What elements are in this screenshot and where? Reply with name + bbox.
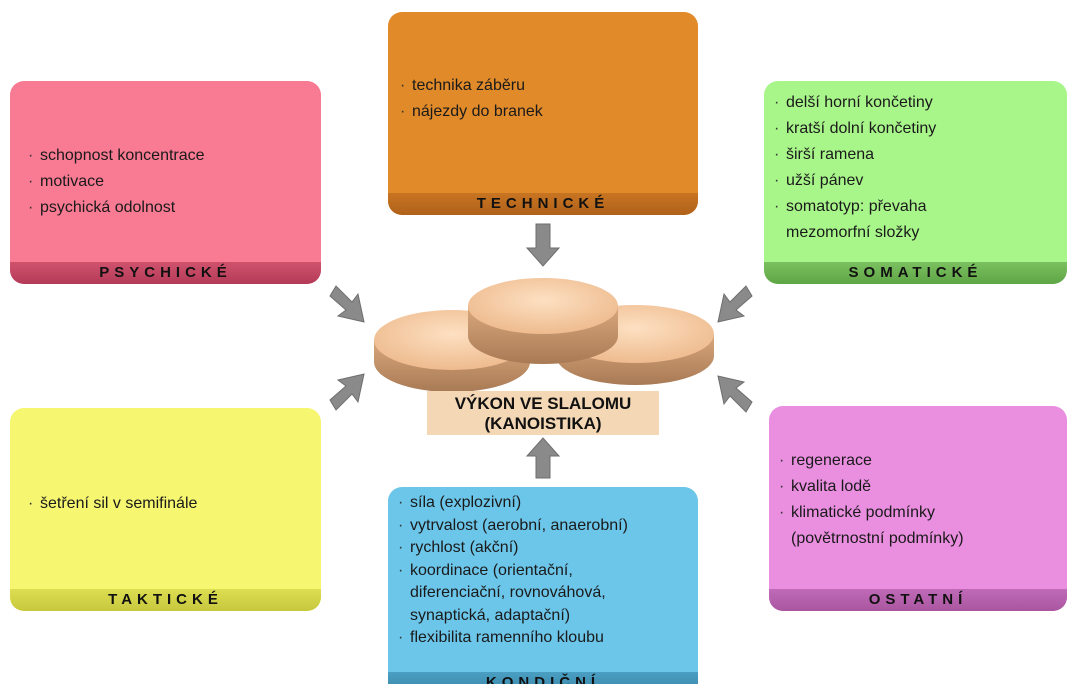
list-item: ·nájezdy do branek: [400, 103, 543, 120]
arrow-down-icon: [525, 223, 561, 267]
list-item: ·delší horní končetiny: [774, 94, 933, 111]
list-item: ·širší ramena: [774, 146, 875, 163]
list-item: ·technika záběru: [400, 77, 525, 94]
list-item: ·rychlost (akční): [398, 539, 519, 556]
list-item: (povětrnostní podmínky): [791, 530, 964, 547]
box-ostatni: ·regenerace ·kvalita lodě ·klimatické po…: [769, 406, 1067, 611]
list-item: ·regenerace: [779, 452, 872, 469]
center-label: VÝKON VE SLALOMU (KANOISTIKA): [427, 391, 659, 435]
list-item: ·kratší dolní končetiny: [774, 120, 937, 137]
box-kondicni: ·síla (explozivní) ·vytrvalost (aerobní,…: [388, 487, 698, 684]
list-item: ·užší pánev: [774, 172, 864, 189]
box-label-psychicke: PSYCHICKÉ: [10, 262, 321, 284]
box-label-somaticke: SOMATICKÉ: [764, 262, 1067, 284]
disc-middle: [468, 278, 618, 364]
list-item: ·síla (explozivní): [398, 494, 522, 511]
list-item: ·psychická odolnost: [28, 199, 176, 216]
center-title: VÝKON VE SLALOMU: [454, 394, 632, 413]
box-label-technicke: TECHNICKÉ: [388, 193, 698, 215]
list-item: ·klimatické podmínky: [779, 504, 936, 521]
box-label-ostatni: OSTATNÍ: [769, 589, 1067, 611]
list-item: ·schopnost koncentrace: [28, 147, 205, 164]
list-item: ·koordinace (orientační,: [398, 561, 573, 579]
box-somaticke: ·delší horní končetiny ·kratší dolní kon…: [764, 81, 1067, 284]
box-takticke: ·šetření sil v semifinále TAKTICKÉ: [10, 408, 321, 611]
list-item: ·kvalita lodě: [779, 478, 872, 495]
list-item: diferenciační, rovnováhová,: [410, 584, 606, 601]
list-item: ·vytrvalost (aerobní, anaerobní): [398, 516, 628, 534]
arrow-lower-left-icon: [329, 373, 365, 411]
list-item: synaptická, adaptační): [410, 606, 571, 624]
list-item: ·motivace: [28, 173, 105, 190]
list-item: ·flexibilita ramenního kloubu: [398, 629, 604, 646]
disc-right: [556, 305, 714, 385]
box-technicke: ·technika záběru ·nájezdy do branek TECH…: [388, 12, 698, 215]
box-label-takticke: TAKTICKÉ: [10, 589, 321, 611]
center-subtitle: (KANOISTIKA): [484, 414, 602, 433]
arrow-lower-right-icon: [717, 375, 753, 413]
arrow-up-icon: [525, 437, 561, 479]
box-psychicke: ·schopnost koncentrace ·motivace ·psychi…: [10, 81, 321, 284]
arrow-upper-left-icon: [329, 285, 365, 323]
list-item: mezomorfní složky: [786, 224, 920, 241]
disc-left: [374, 310, 530, 392]
box-label-kondicni: KONDIČNÍ: [388, 672, 698, 684]
arrow-upper-right-icon: [717, 285, 753, 323]
list-item: ·somatotyp: převaha: [774, 198, 927, 215]
list-item: ·šetření sil v semifinále: [28, 495, 198, 512]
